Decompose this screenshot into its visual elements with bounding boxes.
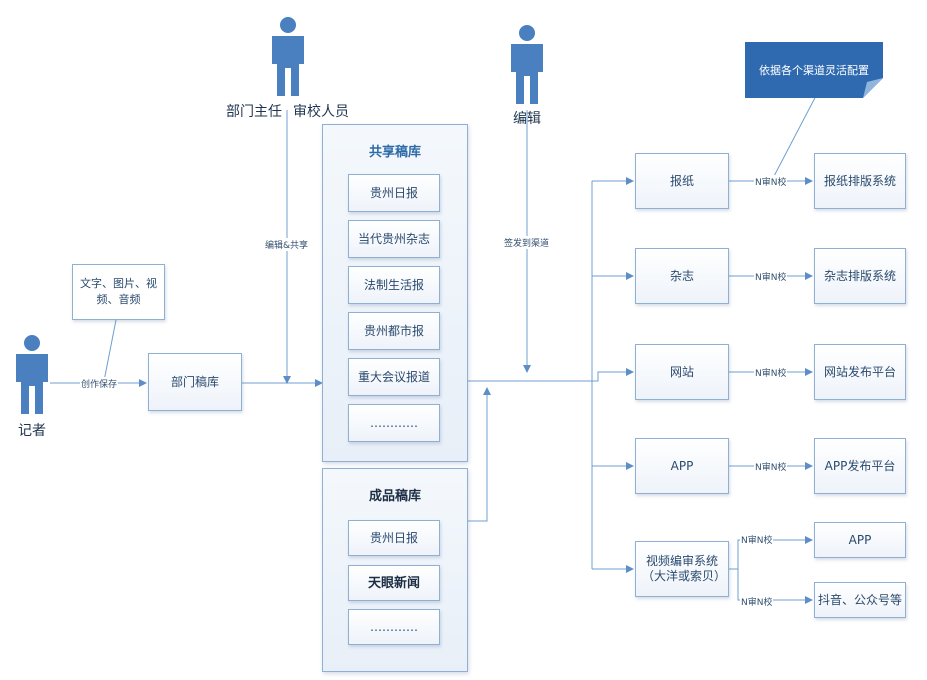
edge-label-create-save: 创作保存: [80, 377, 119, 390]
callout-text: 依据各个渠道灵活配置: [759, 64, 869, 77]
edge-finished-to-hub: [468, 387, 491, 522]
target-magazine: 杂志排版系统: [814, 248, 906, 304]
target-video-social: 抖音、公众号等: [814, 582, 906, 618]
edge-label-review-video-app: N审N校: [740, 533, 774, 546]
target-app: APP发布平台: [814, 438, 906, 494]
person-icon: [272, 17, 304, 96]
finished-item: …………: [348, 609, 440, 645]
edge-label-edit-share: 编辑&共享: [264, 238, 310, 251]
folded-note-shape: [745, 42, 883, 98]
edge-label-review-video-social: N审N校: [740, 595, 774, 608]
edge-label-review-app: N审N校: [754, 460, 788, 473]
shared-item: 当代贵州杂志: [348, 220, 440, 258]
dept-head-label: 部门主任: [226, 104, 282, 120]
target-website: 网站发布平台: [814, 344, 906, 400]
reporter-label: 记者: [18, 423, 46, 439]
edge-label-review-website: N审N校: [754, 366, 788, 379]
target-newspaper: 报纸排版系统: [814, 153, 906, 209]
note-connector: [103, 319, 117, 382]
editor-actor: [507, 24, 547, 110]
edge-video-app: [729, 536, 813, 570]
channel-magazine: 杂志: [635, 248, 729, 304]
channel-website: 网站: [635, 344, 729, 400]
dept-head-actor: [268, 16, 308, 102]
dept-library-box: 部门稿库: [148, 353, 242, 411]
content-types-note: 文字、图片、视频、音频: [72, 264, 165, 320]
callout-pointer: [771, 91, 819, 181]
person-icon: [16, 335, 48, 414]
finished-item: 贵州日报: [348, 520, 440, 556]
channel-video: 视频编审系统（大洋或索贝）: [635, 541, 729, 597]
person-icon: [511, 25, 543, 104]
shared-item: 贵州日报: [348, 174, 440, 212]
shared-item: 法制生活报: [348, 266, 440, 304]
edge-label-review-magazine: N审N校: [754, 270, 788, 283]
reporter-actor: [12, 334, 52, 420]
edge-label-publish: 签发到渠道: [503, 236, 551, 249]
finished-library-title: 成品稿库: [368, 489, 421, 504]
editor-label: 编辑: [513, 111, 541, 127]
shared-item: …………: [348, 404, 440, 442]
finished-item: 天眼新闻: [348, 565, 440, 601]
channel-newspaper: 报纸: [635, 153, 729, 209]
shared-item: 重大会议报道: [348, 358, 440, 396]
edge-label-review-newspaper: N审N校: [754, 175, 788, 188]
edge-video-social: [737, 569, 813, 604]
edge-to-website: [592, 368, 634, 382]
reviewer-label: 审校人员: [293, 104, 349, 120]
shared-library-title: 共享稿库: [368, 145, 421, 160]
target-video-app: APP: [814, 522, 906, 558]
channel-app: APP: [635, 438, 729, 494]
config-callout: 依据各个渠道灵活配置: [745, 42, 883, 98]
shared-item: 贵州都市报: [348, 312, 440, 350]
